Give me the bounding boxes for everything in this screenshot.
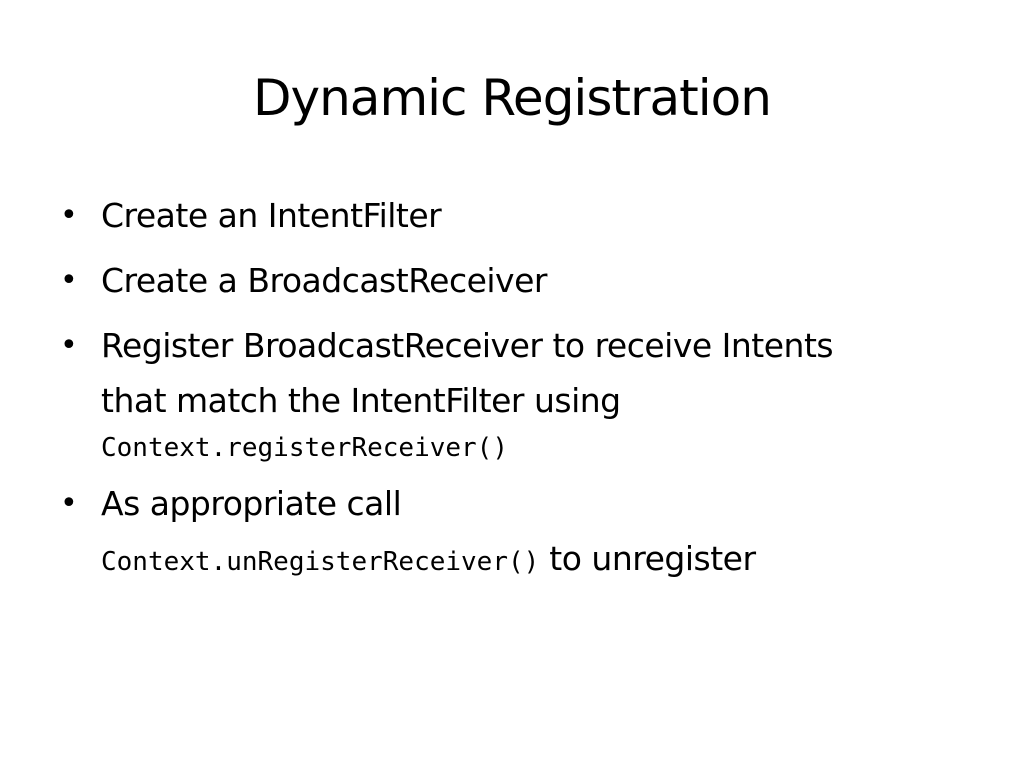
bullet-text-line-1: As appropriate call [101, 484, 402, 523]
bullet-list: • Create an IntentFilter • Create a Broa… [60, 188, 960, 600]
code-unregister-receiver: Context.unRegisterReceiver() [101, 547, 540, 577]
bullet-point-icon: • [60, 328, 78, 363]
bullet-point-icon: • [60, 198, 78, 233]
slide-title: Dynamic Registration [253, 69, 772, 127]
bullet-suffix-text: to unregister [549, 539, 756, 578]
bullet-item-register-receiver: • Register BroadcastReceiver to receive … [60, 318, 960, 468]
bullet-item-create-broadcastreceiver: • Create a BroadcastReceiver [60, 253, 960, 308]
bullet-text-line-2: that match the IntentFilter using [101, 381, 621, 420]
bullet-item-unregister-receiver: • As appropriate call Context.unRegister… [60, 476, 960, 590]
bullet-point-icon: • [60, 263, 78, 298]
bullet-text-line-1: Register BroadcastReceiver to receive In… [101, 326, 834, 365]
bullet-text-line-2: Context.unRegisterReceiver() to unregist… [101, 531, 960, 590]
bullet-text: Create an IntentFilter [101, 196, 442, 235]
bullet-text: Create a BroadcastReceiver [101, 261, 547, 300]
code-register-receiver: Context.registerReceiver() [101, 433, 508, 463]
bullet-point-icon: • [60, 486, 78, 521]
bullet-item-create-intentfilter: • Create an IntentFilter [60, 188, 960, 243]
